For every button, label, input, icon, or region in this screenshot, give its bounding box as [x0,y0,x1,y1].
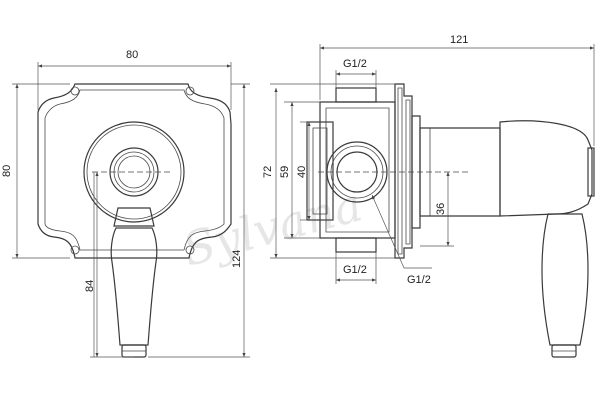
wall-plate-profile [394,83,413,259]
corner-rivet-tr [185,86,195,96]
escutcheon-plate-outer [37,83,232,259]
side-view [306,83,595,358]
mounting-bracket [306,121,334,221]
valve-body-inner [325,107,390,233]
corner-rivet-br [185,245,195,255]
top-outlet-label: G1/2 [343,58,367,70]
handle-end-cap [587,147,595,197]
bottom-outlet [335,237,377,253]
rosette-profile [411,115,421,229]
handle-neck [113,207,155,227]
height-59-label: 59 [279,166,291,178]
escutcheon-plate-inner [44,89,225,251]
inlet-label: G1/2 [407,274,431,286]
corner-rivet-bl [70,245,80,255]
height-72-label: 72 [262,166,274,178]
height-40-label: 40 [296,166,308,178]
rosette-outer [83,121,185,223]
depth-dimension-label: 121 [450,34,468,46]
corner-rivet-tl [70,86,80,96]
total-height-label: 124 [231,250,243,268]
handle-head [499,120,593,217]
width-dimension-label: 80 [126,49,138,61]
bottom-outlet-label: G1/2 [343,264,367,276]
front-dimensions: 80 80 84 124 [1,49,250,358]
inlet-leader-line [371,194,405,269]
handle-lever [110,227,158,346]
side-dimensions: 121 G1/2 72 59 40 36 G1/2 G1/2 [262,34,595,286]
top-outlet [335,87,377,103]
height-36-label: 36 [435,203,447,215]
front-view [37,83,232,358]
handle-length-label: 84 [84,280,96,292]
handle-lever-side [541,213,589,346]
height-dimension-label: 80 [1,165,13,177]
watermark-text: Sylvana [177,177,367,276]
rosette-inner [86,124,182,220]
